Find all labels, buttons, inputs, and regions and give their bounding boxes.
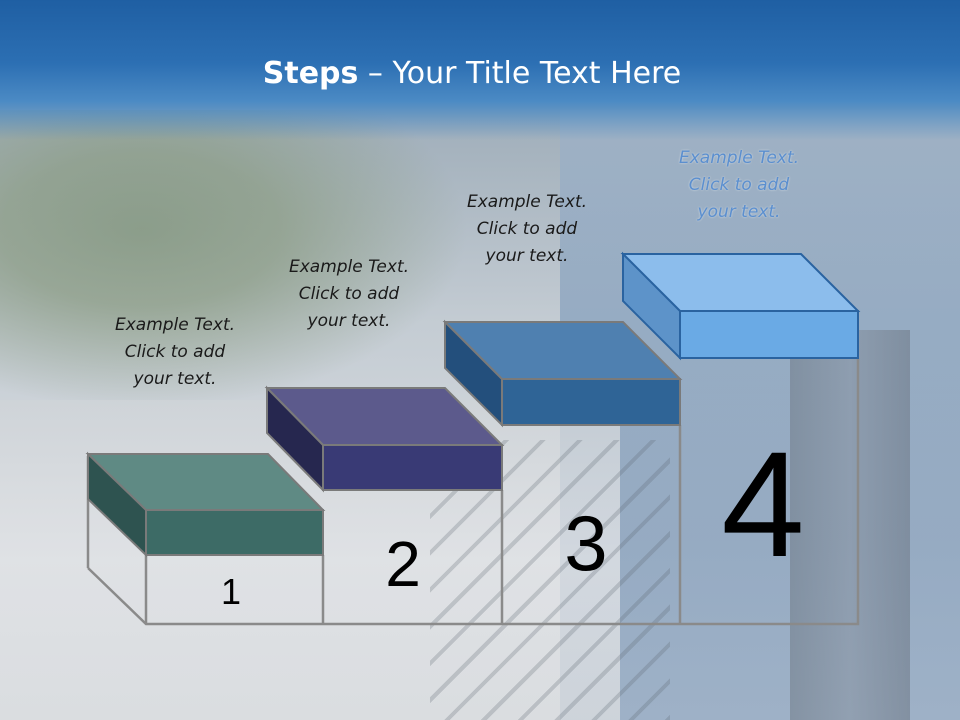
caption-line: Click to add xyxy=(298,284,400,304)
slide-title[interactable]: Steps – Your Title Text Here xyxy=(0,54,944,94)
title-rest: – Your Title Text Here xyxy=(358,56,682,91)
step-2-number: 2 xyxy=(385,528,421,600)
step-4-block[interactable] xyxy=(620,251,861,361)
step-2-block[interactable] xyxy=(264,385,505,493)
caption-line: your text. xyxy=(485,246,569,266)
background-foliage xyxy=(0,110,470,410)
caption-line: Click to add xyxy=(124,342,226,362)
caption-line: your text. xyxy=(133,369,217,389)
step-1-caption[interactable]: Example Text. Click to add your text. xyxy=(105,312,245,393)
step-frame xyxy=(86,358,860,626)
step-4-caption[interactable]: Example Text. Click to add your text. xyxy=(669,145,809,226)
caption-line: Click to add xyxy=(688,175,790,195)
caption-line: your text. xyxy=(307,311,391,331)
caption-line: Example Text. xyxy=(678,148,800,168)
caption-line: your text. xyxy=(697,202,781,222)
step-3-caption[interactable]: Example Text. Click to add your text. xyxy=(457,189,597,270)
title-band xyxy=(0,0,960,140)
step-3-block[interactable] xyxy=(442,319,683,428)
step-1-number: 1 xyxy=(221,571,241,612)
background-pillar xyxy=(790,330,910,720)
step-4-number: 4 xyxy=(721,420,804,588)
caption-line: Example Text. xyxy=(114,315,236,335)
title-bold: Steps xyxy=(262,56,359,91)
step-1-block[interactable] xyxy=(85,451,326,558)
caption-line: Click to add xyxy=(476,219,578,239)
step-2-caption[interactable]: Example Text. Click to add your text. xyxy=(279,254,419,335)
caption-line: Example Text. xyxy=(288,257,410,277)
step-3-number: 3 xyxy=(564,499,607,587)
caption-line: Example Text. xyxy=(466,192,588,212)
